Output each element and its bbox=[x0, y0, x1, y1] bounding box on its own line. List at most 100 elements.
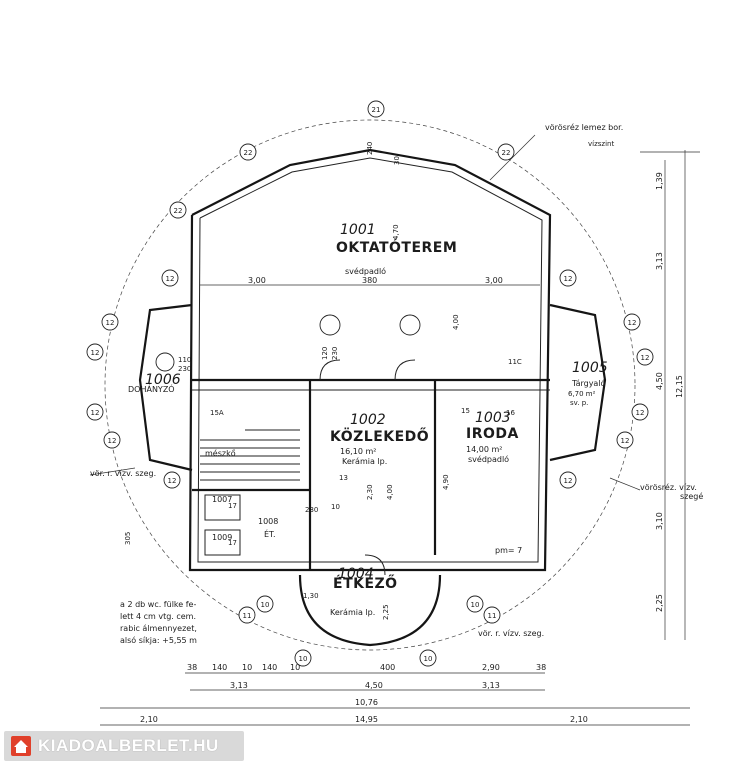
note-gutter-left: vör. r. vízv. szeg. bbox=[90, 469, 156, 478]
dims-misc: 4,70 4,00 240 30 120 230 110 230 305 230… bbox=[124, 142, 460, 620]
room-1002-floor: Kerámia lp. bbox=[342, 457, 387, 466]
room-1005-name: Tárgyaló bbox=[571, 378, 606, 388]
axis-label-lower-1: 11 bbox=[243, 612, 252, 620]
site-watermark: KIADOALBERLET.HU bbox=[4, 731, 244, 761]
dim-b4-2: 2,10 bbox=[570, 715, 588, 724]
leader-gutter-right bbox=[609, 477, 641, 491]
axis-label-bottom-1: 10 bbox=[261, 601, 270, 609]
dim-b3: 10,76 bbox=[355, 698, 378, 707]
room-1002-area: 16,10 m² bbox=[340, 447, 376, 456]
dims-bottom-row1: 38 140 10 140 10 400 2,90 38 bbox=[187, 663, 546, 672]
door-swing-3 bbox=[364, 554, 386, 576]
leader-roof bbox=[489, 134, 536, 181]
dim-m-8: 305 bbox=[124, 532, 132, 545]
room-1006-number: 1006 bbox=[145, 372, 181, 388]
column-3 bbox=[155, 352, 175, 372]
outer-wall bbox=[188, 148, 552, 572]
tag-10: 10 bbox=[331, 503, 340, 511]
room-1007-number: 1007 bbox=[212, 495, 232, 504]
dim-r-1: 3,13 bbox=[655, 252, 664, 270]
tag-17a: 17 bbox=[228, 502, 237, 510]
note-gutter-bottom: vör. r. vízv. szeg. bbox=[478, 629, 544, 638]
dim-r-2: 4,50 bbox=[655, 372, 664, 390]
dim-b1-1: 140 bbox=[212, 663, 227, 672]
room-1005-area: 6,70 m² bbox=[568, 390, 596, 398]
dim-m-6: 110 bbox=[178, 356, 191, 364]
room-1008-number: 1008 bbox=[258, 517, 278, 526]
dim-b1-7: 38 bbox=[536, 663, 546, 672]
axis-label-side-5: 12 bbox=[108, 437, 117, 445]
axis-label-side-1: 12 bbox=[166, 275, 175, 283]
room-1006-name: DOHÁNYZÓ bbox=[128, 383, 175, 394]
watermark-text: KIADOALBERLET.HU bbox=[38, 736, 219, 755]
axis-markers: 21 22 22 22 12 12 12 12 12 12 12 12 12 1… bbox=[86, 100, 654, 667]
stairs bbox=[200, 439, 300, 481]
dim-r-0: 1,39 bbox=[655, 172, 664, 190]
dim-r-4: 3,10 bbox=[655, 512, 664, 530]
wc-note-line-3: rabic álmennyezet, bbox=[120, 624, 197, 633]
axis-label-side-6: 12 bbox=[168, 477, 177, 485]
room-1001-number: 1001 bbox=[340, 222, 376, 238]
tag-15a: 15A bbox=[210, 409, 224, 417]
dim-b1-3: 140 bbox=[262, 663, 277, 672]
dim-m-9: 230 bbox=[305, 506, 318, 514]
dim-b1-2: 10 bbox=[242, 663, 252, 672]
axis-label-bottom-3: 10 bbox=[299, 655, 308, 663]
dim-b1-4: 10 bbox=[290, 663, 300, 672]
room-1003-area: 14,00 m² bbox=[466, 445, 502, 454]
room-1005-floor: sv. p. bbox=[570, 399, 588, 407]
axis-label-side-11: 12 bbox=[621, 437, 630, 445]
tag-11c: 11C bbox=[508, 358, 522, 366]
room-1004-name: ÉTKEZŐ bbox=[333, 574, 398, 592]
axis-label-upper-right: 22 bbox=[502, 149, 511, 157]
room-1008-name: ÉT. bbox=[264, 528, 276, 539]
dim-b1-0: 38 bbox=[187, 663, 197, 672]
dim-r-3: 12,15 bbox=[675, 375, 684, 398]
wc-cubicle-2 bbox=[204, 529, 241, 556]
dims-right: 1,39 3,13 4,50 12,15 3,10 2,25 bbox=[655, 172, 684, 612]
dim-m-7: 230 bbox=[178, 365, 191, 373]
room-1004-floor: Kerámia lp. bbox=[330, 608, 375, 617]
inner-wall-line bbox=[197, 157, 543, 563]
dim-m-1: 4,00 bbox=[452, 314, 460, 330]
room-1004-number: 1004 bbox=[338, 566, 374, 582]
bottom-bay bbox=[298, 574, 442, 647]
wc-cubicle-1 bbox=[204, 494, 241, 521]
axis-label-side-12: 12 bbox=[564, 477, 573, 485]
room-1003-floor: svédpadló bbox=[468, 454, 509, 464]
axis-label-side-10: 12 bbox=[636, 409, 645, 417]
dim-m-11: 4,90 bbox=[442, 474, 450, 490]
dims-bottom-row2: 3,13 4,50 3,13 bbox=[230, 681, 500, 690]
note-roof-sub: vízszint bbox=[588, 140, 614, 148]
door-swing-1 bbox=[319, 359, 341, 381]
dim-b1-6: 2,90 bbox=[482, 663, 500, 672]
axis-label-side-4: 12 bbox=[91, 409, 100, 417]
room-1002-number: 1002 bbox=[350, 412, 386, 428]
axis-label-upper-left2: 22 bbox=[174, 207, 183, 215]
axis-label-bottom-2: 10 bbox=[471, 601, 480, 609]
dim-m-13: 1,30 bbox=[303, 592, 319, 600]
axis-label-top: 21 bbox=[372, 106, 381, 114]
dim-b2-2: 3,13 bbox=[482, 681, 500, 690]
axis-label-upper-left: 22 bbox=[244, 149, 253, 157]
tag-17b: 17 bbox=[228, 539, 237, 547]
room-1002-name: KÖZLEKEDŐ bbox=[330, 427, 429, 445]
door-swing-2 bbox=[394, 359, 416, 381]
dim-m-3: 30 bbox=[393, 156, 401, 165]
tag-16: 16 bbox=[506, 409, 515, 417]
note-meszko: mészkő bbox=[205, 448, 236, 458]
wc-note-block: a 2 db wc. fülke fe- lett 4 cm vtg. cem.… bbox=[120, 600, 197, 645]
dim-m-5: 230 bbox=[331, 347, 339, 360]
leader-gutter-left bbox=[89, 467, 136, 476]
note-pm: pm= 7 bbox=[495, 546, 522, 555]
dim-room-right: 3,00 bbox=[485, 276, 503, 285]
house-logo-icon bbox=[11, 736, 31, 756]
note-roof: vörösréz lemez bor. bbox=[545, 122, 623, 132]
axis-label-side-7: 12 bbox=[564, 275, 573, 283]
wc-note-line-4: alsó síkja: +5,55 m bbox=[120, 635, 197, 645]
room-1001-floor: svédpadló bbox=[345, 266, 386, 276]
axis-label-side-2: 12 bbox=[106, 319, 115, 327]
left-bay bbox=[138, 303, 193, 472]
dim-b4-0: 2,10 bbox=[140, 715, 158, 724]
